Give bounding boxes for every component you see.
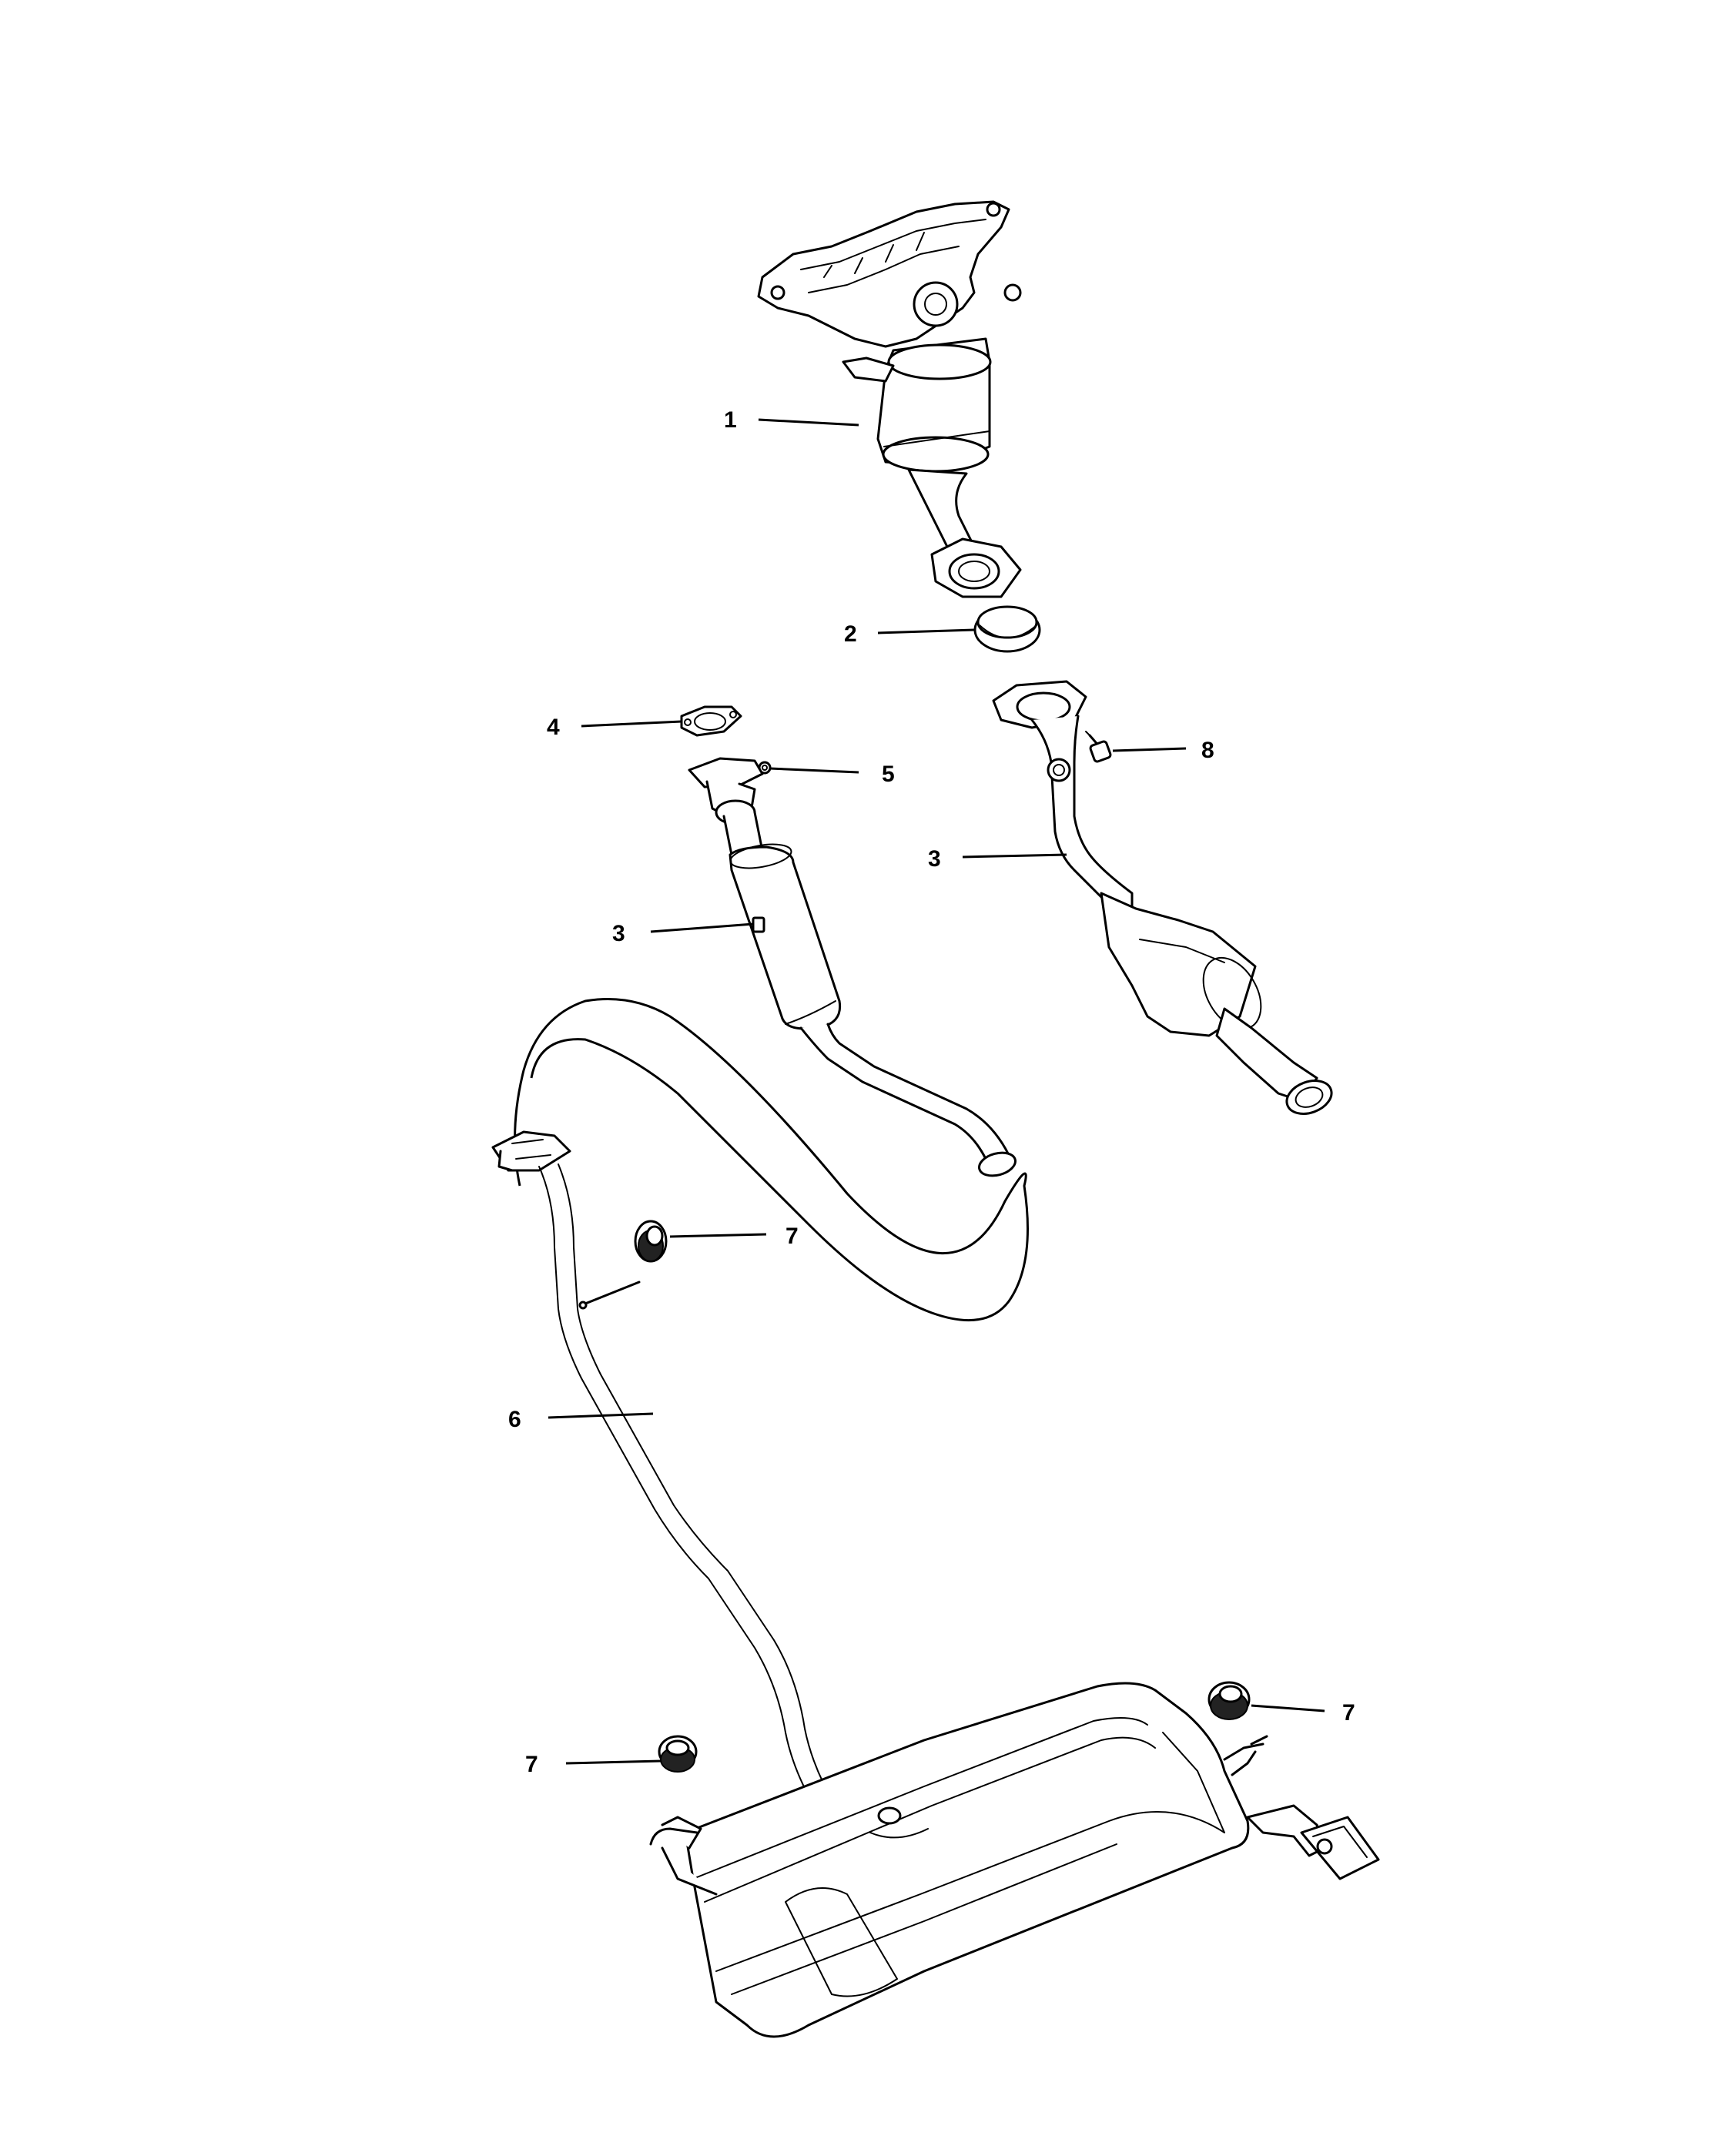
- callout-1: 1: [724, 407, 737, 433]
- leader-1: [758, 418, 859, 427]
- callout-4: 4: [547, 715, 560, 740]
- leader-3a: [650, 922, 754, 933]
- callout-2: 2: [844, 621, 857, 647]
- callout-7a: 7: [785, 1224, 799, 1249]
- flange-gasket-ring: [973, 605, 1041, 653]
- intermediate-pipe: [491, 1130, 929, 1950]
- leader-8: [1112, 747, 1187, 752]
- callout-7b: 7: [525, 1752, 538, 1777]
- leader-7b: [565, 1759, 662, 1765]
- routing-loop-line: [514, 998, 1029, 1322]
- rubber-isolator-upper: [634, 1220, 668, 1263]
- leader-6: [548, 1412, 654, 1419]
- callout-3a: 3: [612, 921, 625, 946]
- rubber-isolator-right: [1208, 1681, 1251, 1720]
- oxygen-sensor-stud: [1085, 731, 1112, 763]
- resonator-pipe: [688, 757, 1017, 1177]
- leader-5: [769, 767, 859, 774]
- flange-nut: [758, 761, 772, 775]
- leader-7c: [1251, 1704, 1325, 1712]
- exhaust-manifold-converter: [757, 200, 1022, 598]
- front-pipe-with-converter: [992, 680, 1333, 1115]
- flange-gasket: [680, 705, 742, 737]
- callout-7c: 7: [1342, 1700, 1355, 1726]
- leader-3b: [962, 853, 1067, 859]
- callout-3b: 3: [928, 846, 941, 872]
- leader-4: [581, 720, 682, 728]
- callout-6: 6: [508, 1407, 521, 1432]
- rubber-isolator-left: [658, 1735, 698, 1773]
- callout-8: 8: [1201, 738, 1214, 763]
- leader-2: [877, 628, 975, 634]
- muffler: [649, 1682, 1380, 2038]
- callout-5: 5: [882, 762, 895, 787]
- leader-7a: [669, 1233, 767, 1238]
